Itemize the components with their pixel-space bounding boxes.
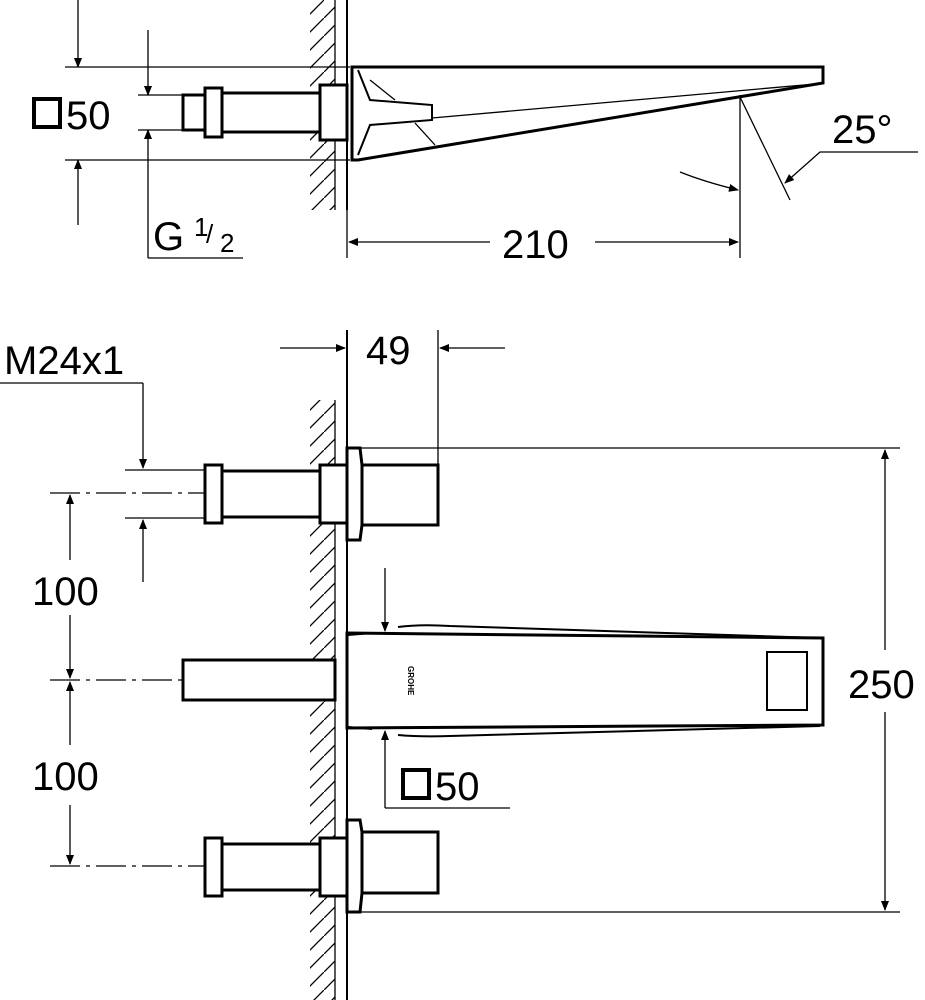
valve-cap — [181, 93, 207, 132]
square-size-label: 50 — [66, 94, 111, 138]
projection-label: 210 — [502, 223, 569, 267]
wall-distance-label: 49 — [366, 329, 411, 373]
spout-square-label: 50 — [435, 765, 480, 809]
spacing-lower-label: 100 — [32, 755, 99, 799]
thread-slash: / — [206, 219, 214, 249]
square-symbol-icon — [401, 768, 431, 800]
angle-label: 25° — [832, 108, 893, 152]
lower-handle — [203, 818, 440, 914]
spout-front: GROHE — [181, 624, 825, 738]
thread-numerator: 1 — [194, 212, 208, 242]
thread-g-label: G — [153, 215, 184, 259]
spacing-upper-label: 100 — [32, 570, 99, 614]
thread-denominator: 2 — [220, 228, 234, 258]
front-view: 49 M24x1 — [0, 329, 915, 1000]
spout-side — [350, 65, 825, 162]
upper-handle — [203, 446, 440, 542]
square-symbol-icon — [32, 97, 62, 129]
connection-thread-label: M24x1 — [4, 339, 124, 383]
valve-body — [220, 91, 322, 134]
spout-lever-front — [181, 658, 337, 702]
valve-nut — [318, 83, 349, 142]
spout-lever — [357, 69, 433, 156]
brand-logo: GROHE — [406, 666, 415, 696]
overall-height-label: 250 — [848, 663, 915, 707]
valve-flange — [203, 86, 224, 139]
top-view: 50 G 1 / 2 210 25° — [32, 0, 918, 267]
spout-outlet-square — [766, 651, 808, 711]
